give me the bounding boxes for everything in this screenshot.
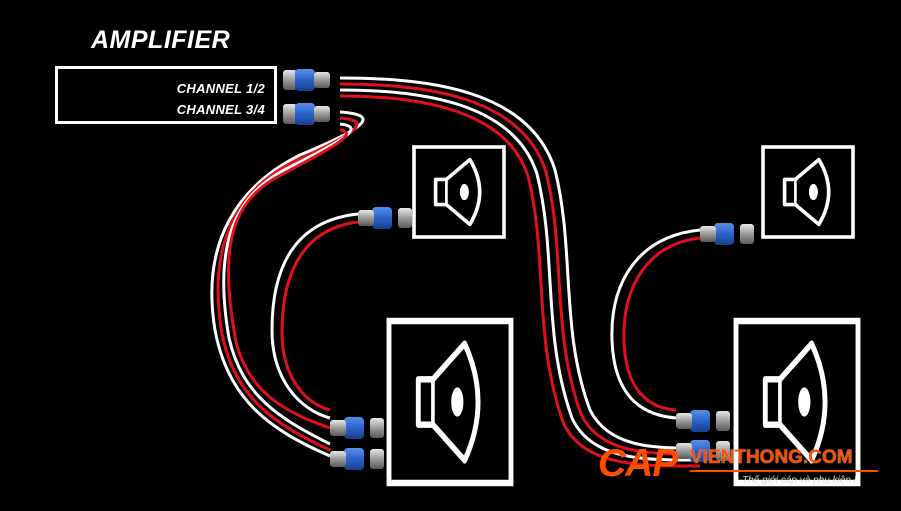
speaker-small-right [761,145,855,239]
speakers [389,145,858,483]
cable-right-link [610,228,701,420]
brand-tagline: Thế giới cáp và phụ kiện ! [742,475,857,486]
brand-prefix: CAP [598,442,678,485]
speaker-cables [210,76,701,468]
cable-left-link [270,212,359,420]
speakon-connectors [283,69,754,470]
connector-speaker-large-right-in [676,410,730,432]
cable-channel-3-4 [210,110,365,458]
connector-speaker-large-left-in [330,417,384,439]
diagram-title: AMPLIFIER [91,26,231,54]
channel-3-4-label: CHANNEL 3/4 [176,102,265,117]
speaker-small-left [412,145,506,239]
speaker-large-left [389,321,511,483]
connector-speaker-small-right [700,223,754,245]
connector-amp-ch1-2 [283,69,330,91]
cable-channel-1-2 [339,76,701,468]
amplifier-box: CHANNEL 1/2 CHANNEL 3/4 [55,66,277,124]
watermark-logo: CAP VIENTHONG.COM Thế giới cáp và phụ ki… [598,444,898,494]
connector-speaker-small-left [358,207,412,229]
brand-domain: VIENTHONG.COM [690,447,853,468]
channel-1-2-label: CHANNEL 1/2 [176,81,265,96]
brand-underline [690,470,878,472]
connector-speaker-large-right-out [676,440,730,462]
connector-amp-ch3-4 [283,103,330,125]
connector-speaker-large-left-out [330,448,384,470]
